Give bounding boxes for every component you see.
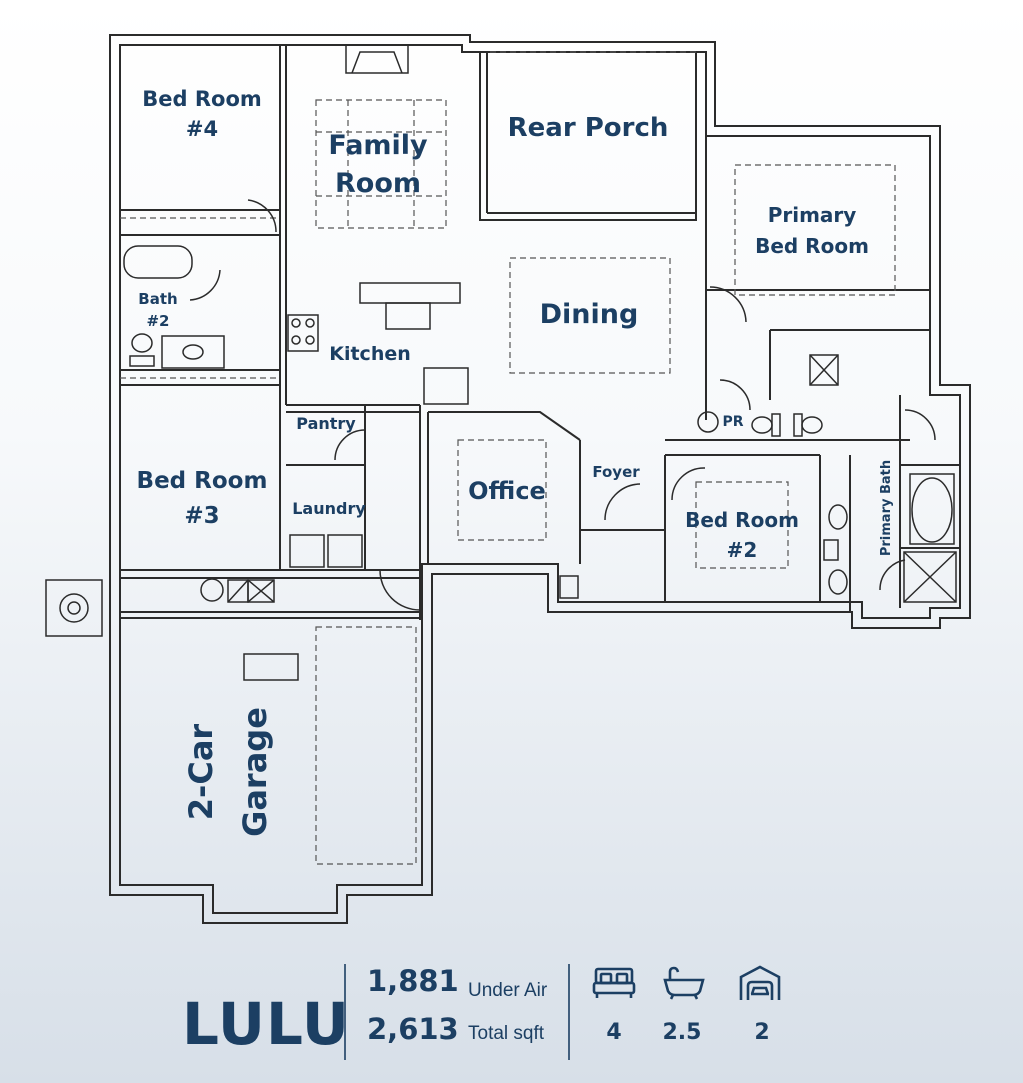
total-label: Total sqft <box>468 1023 545 1044</box>
dining-label: Dining <box>540 299 639 330</box>
bed3-label: Bed Room <box>137 468 268 494</box>
bed4-label: Bed Room <box>142 87 262 111</box>
under-air-label: Under Air <box>468 980 548 1001</box>
kitchen-label: Kitchen <box>329 343 411 365</box>
footer <box>0 955 1023 1083</box>
office-label: Office <box>468 477 546 505</box>
bed-icon <box>592 967 636 998</box>
divider-left <box>344 964 346 1060</box>
pantry-label: Pantry <box>296 414 356 433</box>
family-room-label-2: Room <box>335 168 421 199</box>
baths-count: 2.5 <box>662 1020 702 1045</box>
garage-count: 2 <box>754 1020 770 1045</box>
exterior-wall <box>109 34 971 924</box>
rear-porch-outline <box>479 51 697 221</box>
bed2-label: Bed Room <box>685 508 799 532</box>
floor-plan: Bed Room #4 Family Room Rear Porch Prima… <box>45 34 971 924</box>
bed4-number: #4 <box>186 117 218 141</box>
rear-porch-label: Rear Porch <box>508 113 669 143</box>
bath2-label: Bath <box>138 290 177 308</box>
plan-name: LULU <box>182 990 350 1058</box>
foyer-label: Foyer <box>592 463 640 481</box>
garage-label-2: Garage <box>236 707 274 837</box>
divider-right <box>568 964 570 1060</box>
pr-label: PR <box>722 414 743 430</box>
bathtub-icon <box>663 966 705 1000</box>
bed2-number: #2 <box>727 538 758 562</box>
beds-count: 4 <box>606 1020 622 1045</box>
under-air-value: 1,881 <box>367 964 459 998</box>
bed3-number: #3 <box>184 503 219 529</box>
garage-label: 2-Car <box>182 724 220 821</box>
garage-icon <box>739 965 781 1000</box>
primary-bed-label-2: Bed Room <box>755 234 869 258</box>
total-value: 2,613 <box>367 1012 459 1046</box>
bath2-number: #2 <box>146 312 169 330</box>
primary-bed-label: Primary <box>768 203 857 227</box>
primary-bath-label: Primary Bath <box>879 460 894 556</box>
family-room-label: Family <box>328 130 428 161</box>
laundry-label: Laundry <box>292 499 366 518</box>
